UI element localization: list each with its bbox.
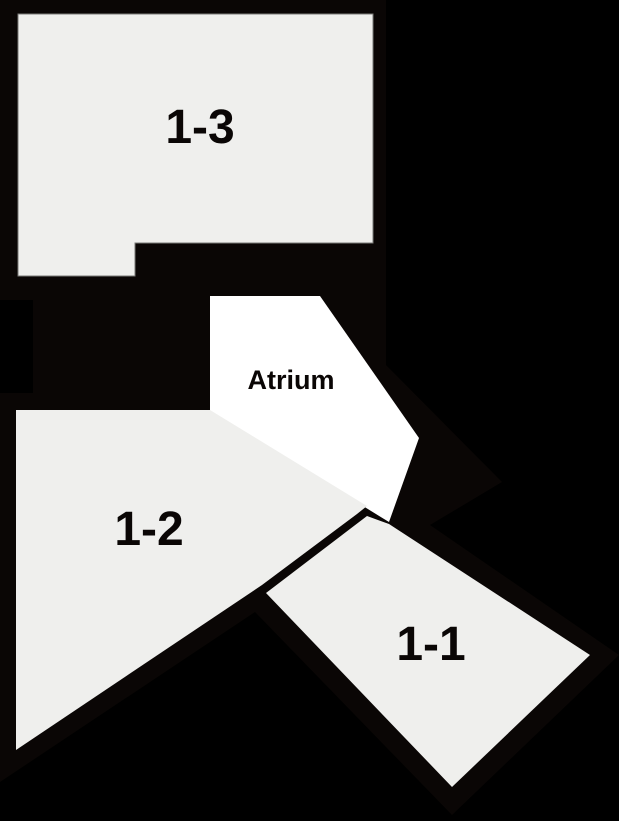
room-1-3-shape[interactable]: [17, 13, 374, 277]
room-1-1[interactable]: 1-1: [266, 516, 590, 787]
wall-notch: [0, 300, 33, 393]
room-1-1-shape[interactable]: [266, 516, 590, 787]
room-atrium-shape[interactable]: [210, 296, 419, 522]
room-1-2-label: 1-2: [114, 503, 183, 556]
room-atrium[interactable]: Atrium: [210, 296, 419, 522]
room-1-1-label: 1-1: [396, 618, 465, 671]
room-atrium-label: Atrium: [248, 365, 335, 395]
room-1-3-label: 1-3: [165, 101, 234, 154]
room-1-2-shape[interactable]: [16, 410, 367, 750]
room-1-2[interactable]: 1-2: [16, 410, 367, 750]
room-1-3[interactable]: 1-3: [17, 13, 374, 277]
